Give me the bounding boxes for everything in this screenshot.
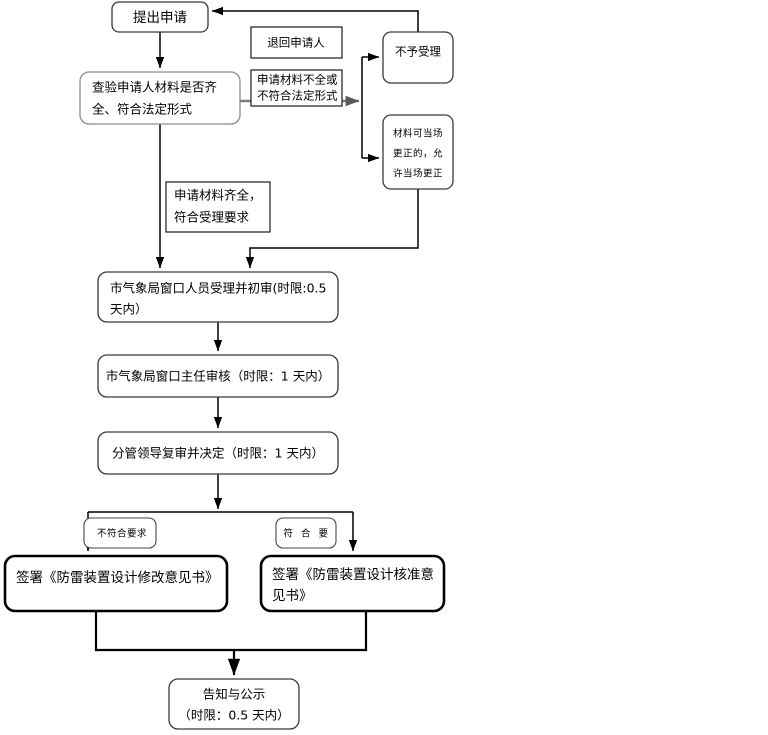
node-sign-modify[interactable]: 签署《防雷装置设计修改意见书》 <box>3 554 229 613</box>
node-not-conform-label-text: 不符合要求 <box>97 528 147 540</box>
connector-not-accepted-to-apply <box>211 6 419 32</box>
node-materials-complete-line-1: 申请材料齐全， <box>174 188 262 203</box>
node-conform-label-text: 符 合 要 <box>283 528 330 540</box>
node-sign-modify-label: 签署《防雷装置设计修改意见书》 <box>16 569 219 586</box>
node-window-accept[interactable]: 市气象局窗口人员受理并初审(时限:0.5 天内） <box>97 271 339 323</box>
connector-sign-approve-to-notify <box>234 611 368 652</box>
node-incomplete-materials[interactable]: 申请材料不全或 不符合法定形式 <box>250 69 343 107</box>
connector-sign-modify-to-notify <box>94 611 241 676</box>
node-apply-label: 提出申请 <box>133 10 187 26</box>
node-onsite-correction-line-1: 材料可当场 <box>393 128 443 140</box>
node-window-accept-line-2: 天内） <box>110 302 148 317</box>
node-not-conform-label[interactable]: 不符合要求 <box>83 517 157 549</box>
node-sign-approve-line-1: 签署《防雷装置设计核准意 <box>272 566 434 583</box>
node-not-accepted-label: 不予受理 <box>395 45 441 59</box>
node-incomplete-materials-line-2: 不符合法定形式 <box>257 89 338 103</box>
node-window-review[interactable]: 市气象局窗口主任审核（时限：1 天内） <box>97 354 339 398</box>
node-leader-decision[interactable]: 分管领导复审并决定（时限：1 天内） <box>97 431 339 475</box>
node-sign-approve[interactable]: 签署《防雷装置设计核准意 见书》 <box>259 554 446 613</box>
node-onsite-correction[interactable]: 材料可当场 更正的，允 许当场更正 <box>382 114 454 190</box>
node-onsite-correction-line-2: 更正的，允 <box>393 148 443 160</box>
node-check-materials-line-2: 全、符合法定形式 <box>92 102 193 117</box>
node-apply[interactable]: 提出申请 <box>111 1 209 33</box>
node-notify-publicize-line-1: 告知与公示 <box>203 687 266 702</box>
node-notify-publicize-line-2: （时限：0.5 天内） <box>178 708 289 723</box>
node-notify-publicize[interactable]: 告知与公示 （时限：0.5 天内） <box>168 678 300 730</box>
node-leader-decision-label: 分管领导复审并决定（时限：1 天内） <box>112 446 324 461</box>
connector-onsite-to-window-accept <box>245 189 419 269</box>
node-return-applicant[interactable]: 退回申请人 <box>250 26 343 59</box>
node-return-applicant-label: 退回申请人 <box>267 36 325 50</box>
node-incomplete-materials-line-1: 申请材料不全或 <box>257 73 338 87</box>
node-not-accepted[interactable]: 不予受理 <box>382 31 454 84</box>
node-check-materials[interactable]: 查验申请人材料是否齐 全、符合法定形式 <box>79 71 241 125</box>
node-sign-approve-line-2: 见书》 <box>272 588 313 604</box>
node-onsite-correction-line-3: 许当场更正 <box>393 168 443 180</box>
node-window-accept-line-1: 市气象局窗口人员受理并初审(时限:0.5 <box>110 281 326 296</box>
node-check-materials-line-1: 查验申请人材料是否齐 <box>92 80 218 95</box>
node-layer: 提出申请 查验申请人材料是否齐 全、符合法定形式 退回申请人 申请材料不全或 不… <box>3 1 454 730</box>
node-conform-label[interactable]: 符 合 要 <box>275 517 337 549</box>
node-window-review-label: 市气象局窗口主任审核（时限：1 天内） <box>106 369 330 384</box>
node-materials-complete[interactable]: 申请材料齐全， 符合受理要求 <box>165 181 271 233</box>
node-materials-complete-line-2: 符合受理要求 <box>174 210 250 225</box>
